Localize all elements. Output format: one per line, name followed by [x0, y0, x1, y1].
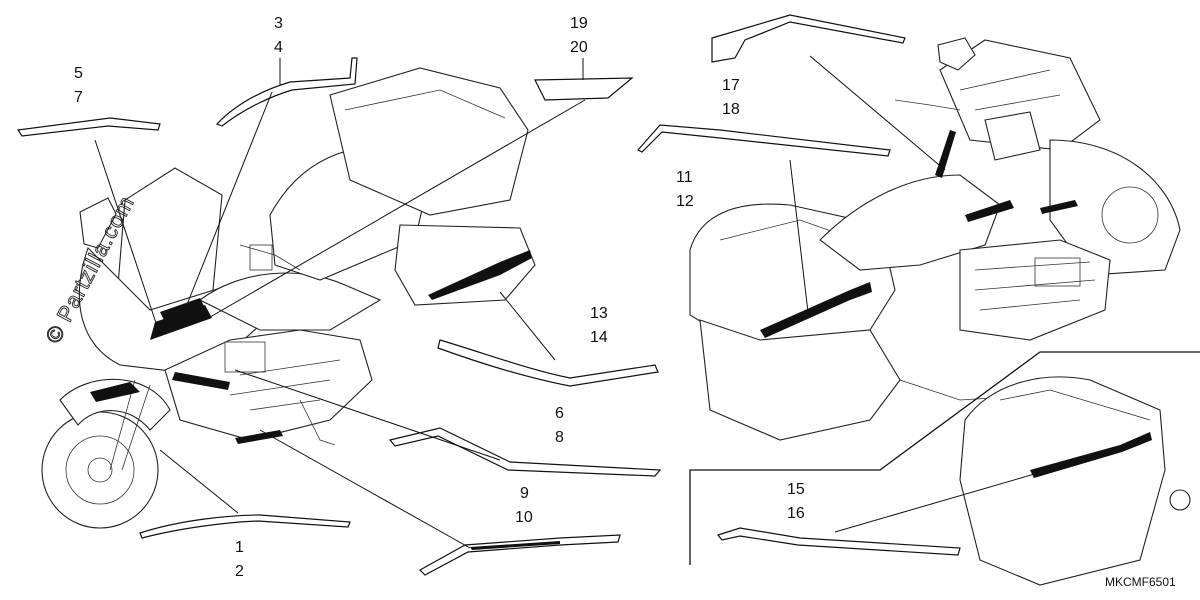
decal-1-2 — [139, 514, 351, 539]
label-9: 9 — [520, 485, 529, 502]
part-labels: 3 4 19 20 5 7 17 18 11 12 13 14 6 8 9 10… — [74, 15, 805, 580]
label-13: 13 — [590, 305, 608, 322]
decal-6-8 — [388, 427, 662, 477]
decal-17-18 — [711, 14, 906, 63]
label-19: 19 — [570, 15, 588, 32]
label-14: 14 — [590, 329, 608, 346]
label-1: 1 — [235, 539, 244, 556]
label-2: 2 — [235, 563, 244, 580]
decal-13-14 — [437, 339, 659, 387]
decal-3-4 — [215, 57, 358, 127]
decal-15-16 — [716, 527, 961, 556]
label-18: 18 — [722, 101, 740, 118]
label-7: 7 — [74, 89, 83, 106]
left-leader-lines — [94, 58, 586, 549]
decal-5-7 — [16, 117, 161, 137]
label-5: 5 — [74, 65, 83, 82]
label-11: 11 — [676, 169, 693, 186]
label-8: 8 — [555, 429, 564, 446]
decal-11-12 — [637, 124, 891, 157]
diagram-code: MKCMF6501 — [1105, 575, 1176, 589]
label-16: 16 — [787, 505, 805, 522]
label-4: 4 — [274, 39, 283, 56]
left-motorcycle-illustration — [41, 67, 536, 529]
label-12: 12 — [676, 193, 694, 210]
label-3: 3 — [274, 15, 283, 32]
decal-19-20 — [534, 77, 634, 101]
right-leader-lines — [789, 55, 1101, 533]
label-10: 10 — [515, 509, 533, 526]
right-motorcycle-illustration — [689, 37, 1181, 441]
label-17: 17 — [722, 77, 740, 94]
left-decal-strips — [16, 57, 662, 576]
decal-9-10 — [419, 534, 621, 576]
label-6: 6 — [555, 405, 564, 422]
right-decal-strips — [637, 14, 961, 556]
label-15: 15 — [787, 481, 805, 498]
label-20: 20 — [570, 39, 588, 56]
